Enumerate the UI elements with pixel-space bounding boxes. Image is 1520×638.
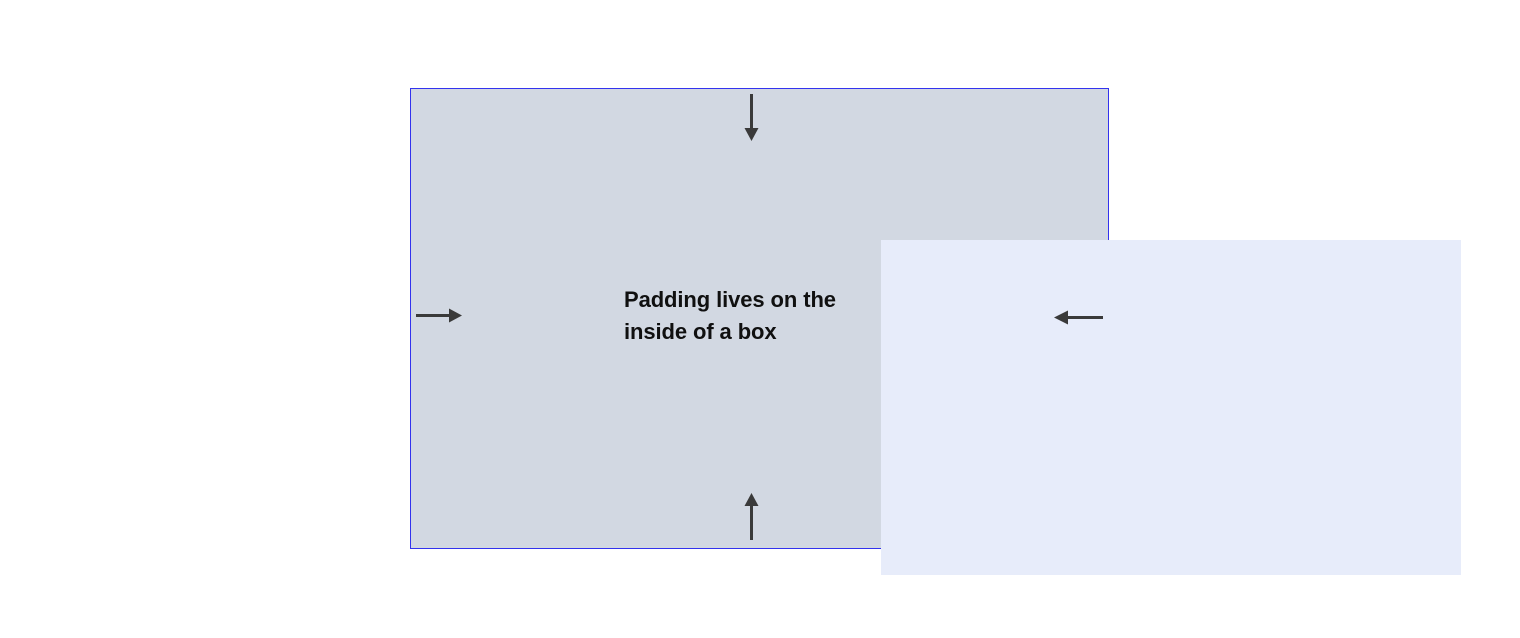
content-box bbox=[881, 240, 1461, 575]
arrow-right-icon bbox=[416, 308, 464, 323]
arrow-up-icon bbox=[744, 491, 759, 540]
arrow-down-icon bbox=[744, 94, 759, 142]
content-label: Padding lives on the inside of a box bbox=[624, 287, 836, 344]
arrow-left-icon bbox=[1051, 310, 1103, 325]
padding-box bbox=[410, 88, 1461, 575]
